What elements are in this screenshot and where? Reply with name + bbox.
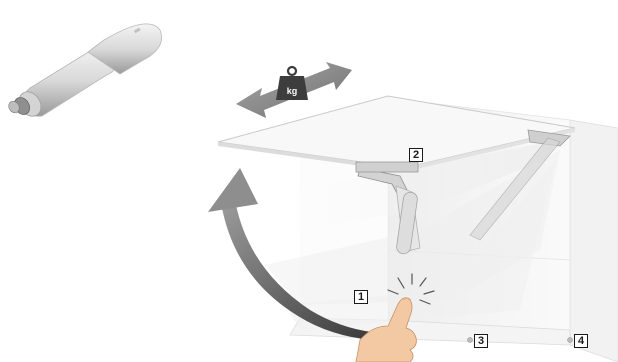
weight-icon: kg: [276, 65, 308, 100]
screw-icon: [567, 337, 573, 343]
callout-1: 1: [354, 290, 368, 304]
lift-mechanism: [355, 129, 571, 255]
hand-icon: [355, 297, 417, 362]
push-latch-icon: [8, 23, 163, 117]
weight-label: kg: [287, 86, 298, 96]
callout-4: 4: [574, 334, 588, 348]
touch-burst-icon: [387, 273, 435, 305]
callout-2: 2: [409, 148, 423, 162]
callout-3: 3: [474, 334, 488, 348]
screw-icon: [467, 337, 473, 343]
lift-direction-arrow-icon: [208, 168, 372, 340]
